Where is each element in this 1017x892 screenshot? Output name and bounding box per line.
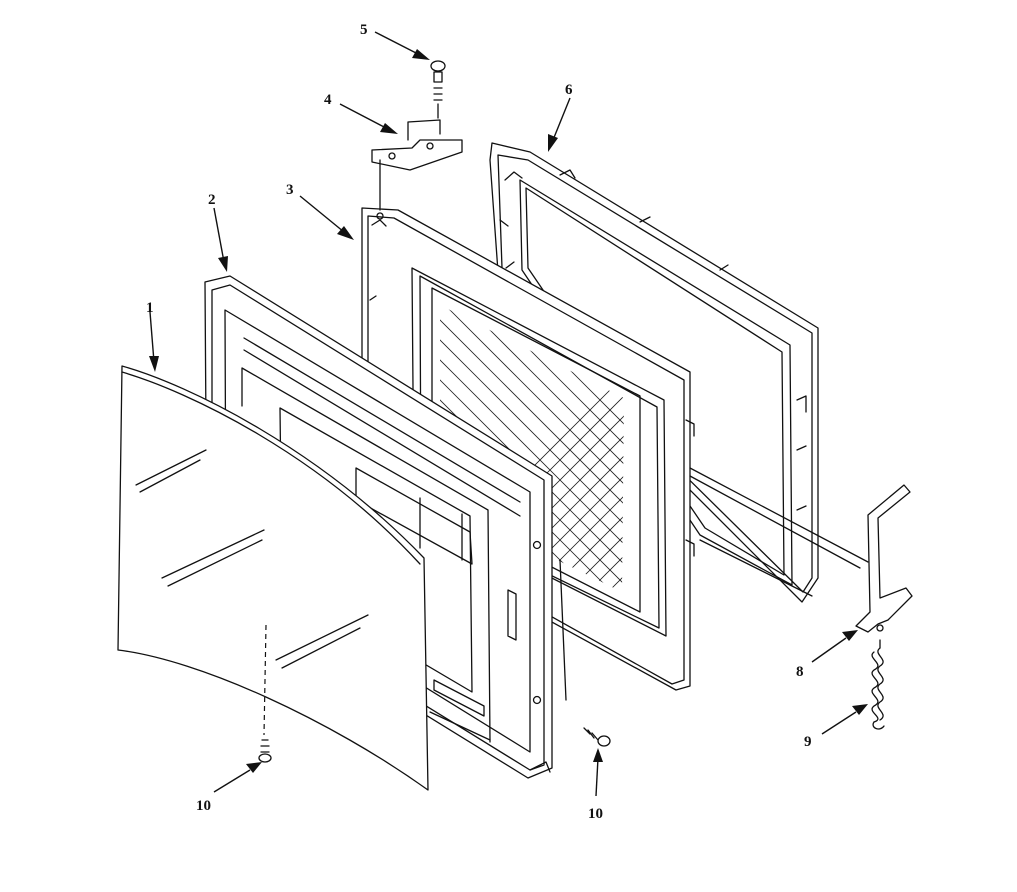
screw-guide-line [263,624,267,736]
callout-label-8: 8 [796,664,804,680]
part-9-spring [871,639,885,730]
part-8-latch-lever [689,467,913,633]
callout-label-2: 2 [208,192,216,208]
callout-label-10-left: 10 [196,798,211,814]
callout-label-5: 5 [360,22,368,38]
callout-label-6: 6 [565,82,573,98]
callout-label-9: 9 [804,734,812,750]
callout-label-4: 4 [324,92,332,108]
part-1-glass-panel [117,365,429,791]
part-4-hinge-bracket [371,119,463,211]
part-10-screw-left [258,739,272,763]
callout-arrows [149,31,868,797]
part-10-screw-right [559,559,611,747]
callout-label-3: 3 [286,182,294,198]
callout-label-10-right: 10 [588,806,603,822]
part-5-screw [430,60,446,119]
callout-label-1: 1 [146,300,154,316]
